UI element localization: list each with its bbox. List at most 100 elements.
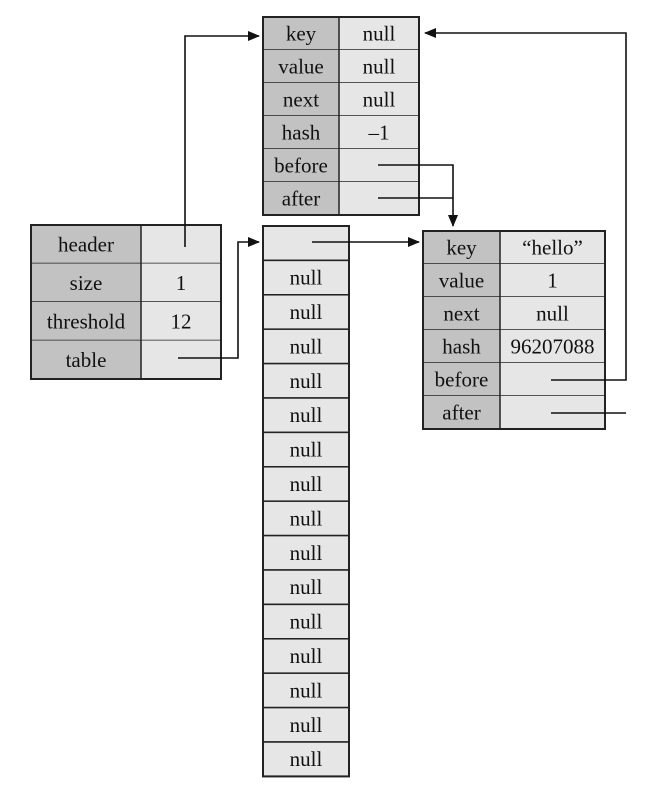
table-slot-label: null (290, 472, 323, 496)
table-slot (262, 431, 350, 468)
table-slot-label: null (290, 541, 323, 565)
hello-entry-row: hash 96207088 (423, 330, 605, 363)
field-name-label: threshold (47, 309, 126, 333)
key-cell (263, 149, 339, 182)
field-name-label: next (443, 302, 479, 326)
field-value-label: null (363, 88, 396, 112)
table-slot-label: null (290, 369, 323, 393)
field-value-label: null (363, 22, 396, 46)
pointer-arrows (178, 28, 627, 414)
table-slot-label: null (290, 266, 323, 290)
header-entry-row: after (263, 182, 419, 215)
key-cell (263, 116, 339, 149)
key-cell (423, 363, 500, 396)
hello-entry-row: next null (423, 297, 605, 330)
map-object-border (30, 224, 222, 380)
header-entry-border (262, 16, 420, 216)
field-name-label: hash (442, 335, 481, 359)
table-slot-label: null (290, 678, 323, 702)
value-cell (141, 340, 221, 379)
value-cell (339, 17, 419, 50)
value-cell (500, 231, 605, 264)
field-name-label: next (283, 88, 319, 112)
table-slot-label: null (290, 438, 323, 462)
field-name-label: header (58, 232, 114, 256)
field-value-label: null (536, 302, 569, 326)
map-object-row: size 1 (31, 263, 221, 302)
key-cell (263, 50, 339, 83)
table-slot-label: null (290, 747, 323, 771)
field-name-label: key (446, 236, 477, 260)
hello-entry-border (422, 230, 606, 430)
header-entry-row: next null (263, 83, 419, 116)
table-slot (262, 638, 350, 674)
field-name-label: before (274, 154, 328, 178)
field-value-label: 96207088 (511, 335, 595, 359)
header-entry: key null value null next null hash –1 before afte… (262, 16, 420, 216)
value-cell (500, 264, 605, 297)
hello-entry-row: value 1 (423, 264, 605, 297)
map-object-row: table (31, 340, 221, 379)
table-slot-label: null (290, 506, 323, 530)
key-cell (31, 302, 141, 341)
field-name-label: size (70, 271, 103, 295)
header-pointer-arrow (184, 31, 260, 247)
field-name-label: before (435, 368, 489, 392)
table-pointer-arrow (178, 237, 260, 359)
table-slot (262, 397, 350, 434)
field-value-label: 1 (176, 271, 187, 295)
table-array: null null null null null null null null null null… (262, 225, 350, 778)
table-slot-label: null (290, 403, 323, 427)
field-name-label: value (278, 55, 323, 79)
value-cell (141, 263, 221, 302)
tables-layer: key null value null next null hash –1 before afte… (30, 16, 606, 778)
field-name-label: value (439, 269, 484, 293)
table-slot-label: null (290, 334, 323, 358)
field-value-label: “hello” (522, 236, 583, 260)
key-cell (263, 182, 339, 215)
table-slot-label: null (290, 644, 323, 668)
hello-entry-row: key “hello” (423, 231, 605, 264)
field-name-label: table (66, 348, 107, 372)
value-cell (141, 302, 221, 341)
value-cell (339, 116, 419, 149)
field-value-label: null (363, 55, 396, 79)
field-value-label: 12 (171, 309, 192, 333)
value-cell (339, 50, 419, 83)
field-name-label: hash (282, 121, 321, 145)
field-name-label: key (286, 22, 317, 46)
header-entry-row: key null (263, 17, 419, 50)
map-object-row: header (31, 225, 221, 264)
value-cell (500, 330, 605, 363)
key-cell (263, 83, 339, 116)
key-cell (263, 17, 339, 50)
value-cell (141, 225, 221, 264)
value-cell (339, 83, 419, 116)
header-entry-row: value null (263, 50, 419, 83)
table-slot-label: null (290, 713, 323, 737)
map-object: header size 1 threshold 12 table (30, 224, 222, 380)
field-value-label: –1 (368, 121, 390, 145)
key-cell (423, 264, 500, 297)
table-slot (262, 225, 350, 262)
table-slot-label: null (290, 300, 323, 324)
header-entry-row: hash –1 (263, 116, 419, 149)
key-cell (31, 225, 141, 264)
key-cell (31, 263, 141, 302)
key-cell (423, 396, 500, 429)
field-name-label: after (282, 187, 320, 211)
key-cell (423, 231, 500, 264)
hello-entry: key “hello” value 1 next null hash 96207088 befo… (422, 230, 606, 430)
field-value-label: 1 (547, 269, 558, 293)
field-name-label: after (442, 401, 480, 425)
table-slot-label: null (290, 610, 323, 634)
hello-before-arrow (424, 28, 627, 381)
key-cell (423, 297, 500, 330)
table-slot-label: null (290, 575, 323, 599)
table-slot (262, 603, 350, 640)
value-cell (500, 297, 605, 330)
header-before-arrow (378, 164, 458, 227)
key-cell (31, 340, 141, 379)
map-object-row: threshold 12 (31, 302, 221, 341)
